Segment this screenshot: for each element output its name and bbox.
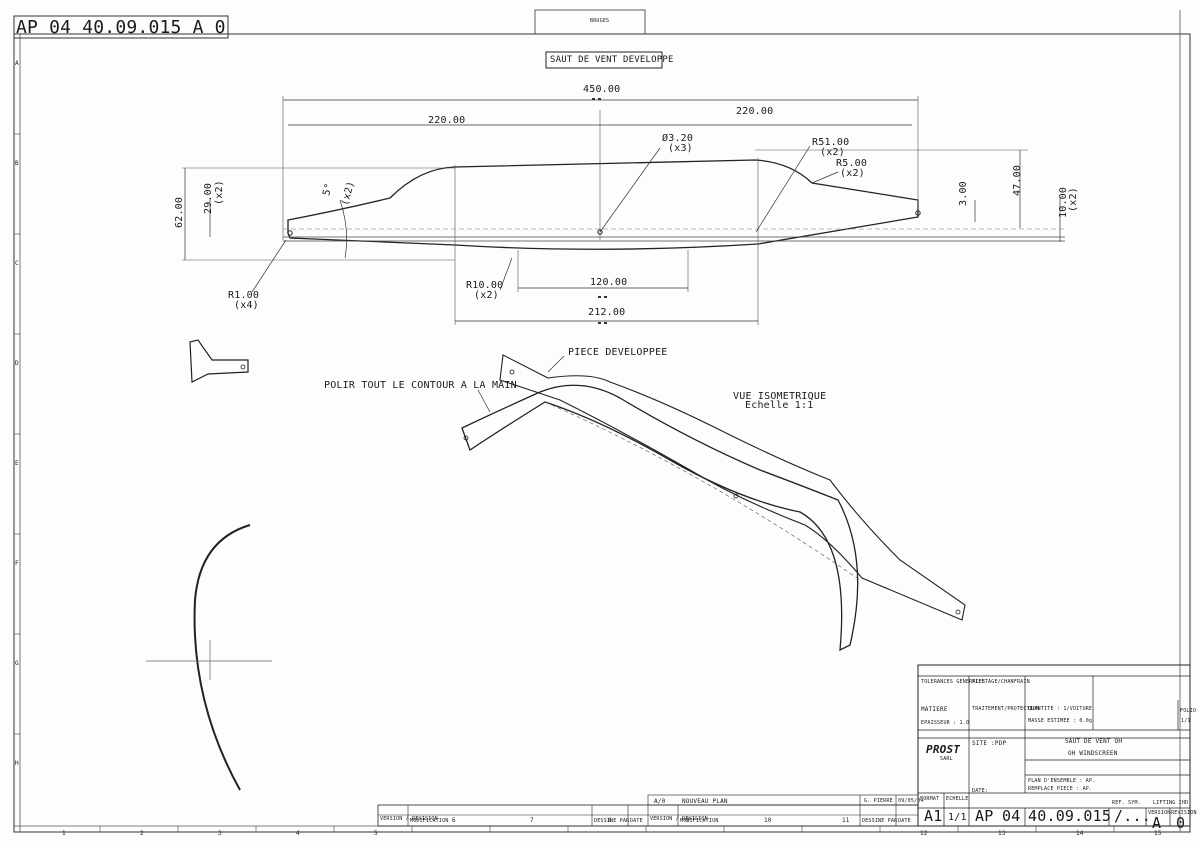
company-sub: SARL [940, 756, 953, 762]
group-value: 04 [1002, 807, 1021, 825]
title-en: OH WINDSCREEN [1068, 750, 1118, 757]
dim-10-count: (x2) [1068, 187, 1079, 212]
title-fr: SAUT DE VENT OH [1065, 738, 1123, 745]
dim-r51: R51.00 [812, 137, 850, 148]
prefix-value: AP [975, 807, 994, 825]
rev-col-version: VERSION / REVISION [380, 816, 438, 822]
dim-r10: R10.00 [466, 280, 504, 291]
company-logo: PROST [926, 743, 961, 756]
dim-220-right: 220.00 [736, 106, 774, 117]
plan-ensemble: PLAN D'ENSEMBLE : AP. [1028, 778, 1096, 784]
dim-r5: R5.00 [836, 158, 868, 169]
date-label: DATE: [972, 788, 989, 794]
top-tag-box [534, 9, 646, 35]
finish-label: FILETAGE/CHANFRAIN [972, 679, 1030, 685]
dim-212: 212.00 [588, 307, 626, 318]
edge-profile-arc [193, 524, 251, 791]
folio-value: 1/1 [1181, 718, 1191, 724]
rev2-col-version: VERSION / REVISION [650, 816, 708, 822]
view-title-box [545, 51, 663, 69]
rev-col-author: DESSINE PAR [594, 818, 630, 824]
dim-r1: R1.00 [228, 290, 260, 301]
label-polish: POLIR TOUT LE CONTOUR A LA MAIN [324, 380, 517, 391]
label-iso-scale: Echelle 1:1 [745, 400, 814, 411]
view-title-developed: SAUT DE VENT DEVELOPPE [550, 55, 674, 65]
rev-col-date: DATE [630, 818, 643, 824]
treatment-label: TRAITEMENT/PROTECTION [972, 706, 1040, 712]
rev-row-date: 09/05/04 [898, 798, 924, 804]
title-block-frame [917, 664, 1191, 827]
revision-label: REVISION [1171, 810, 1197, 816]
format-value: A1 [924, 807, 943, 825]
drawing-number-top: AP 04 40.09.015 A 0 [16, 17, 226, 38]
rev-row-version: A/0 [654, 798, 666, 805]
site-label: SITE :PDP [972, 740, 1007, 747]
ref-label: REF. SYM. [1112, 800, 1141, 806]
dim-r1-count: (x4) [234, 300, 259, 311]
epaisseur-label: EPAISSEUR : 1.0 [921, 720, 970, 726]
dim-450: 450.00 [583, 84, 621, 95]
dim-29-count: (x2) [214, 180, 225, 205]
version-value: A [1152, 814, 1162, 832]
rev-col-modification: MODIFICATION [410, 818, 449, 824]
folio-label: FOLIO [1180, 708, 1197, 714]
format-label: FORMAT [920, 796, 940, 802]
dim-29: 29.00 [203, 182, 214, 214]
developed-piece-outline [287, 159, 919, 250]
tolerances-label: TOLERANCES GENERALES [921, 679, 986, 685]
hole-left [287, 230, 293, 236]
mass-label: MASSE ESTIMEE : 0.0g [1028, 718, 1093, 724]
version-label: VERSION [1148, 810, 1171, 816]
top-tag: BRUGES [590, 18, 610, 24]
iso-piece-upper [499, 354, 966, 621]
rev2-col-modification: MODIFICATION [680, 818, 719, 824]
dim-r10-count: (x2) [474, 290, 499, 301]
echelle-label: ECHELLE [946, 796, 969, 802]
matiere-label: MATIERE [921, 706, 948, 713]
dim-220-left: 220.00 [428, 115, 466, 126]
hole-right [915, 210, 921, 216]
rev-row-author: G. PIERRE [864, 798, 893, 804]
number-value: 40.09.015 [1028, 807, 1112, 825]
dim-3: 3.00 [958, 181, 969, 206]
dim-hole-dia: Ø3.20 [662, 133, 694, 144]
rev2-col-date: DATE [898, 818, 911, 824]
dim-62: 62.00 [174, 196, 185, 228]
rev-row-modification: NOUVEAU PLAN [682, 798, 728, 805]
label-iso-view: VUE ISOMETRIQUE [733, 391, 827, 402]
rev2-col-author: DESSINE PAR [862, 818, 898, 824]
top-number-box [13, 15, 229, 39]
lifting-label: LIFTING IHD [1153, 800, 1189, 806]
dim-120: 120.00 [590, 277, 628, 288]
iso-piece-lower [461, 384, 859, 652]
sheet-border [13, 33, 1191, 833]
dim-r5-count: (x2) [840, 168, 865, 179]
dim-hole-count: (x3) [668, 143, 693, 154]
echelle-value: 1/1 [948, 812, 967, 823]
dim-r51-count: (x2) [820, 147, 845, 158]
ref-value: /... [1114, 807, 1151, 825]
dim-47: 47.00 [1012, 164, 1023, 196]
detail-bracket [189, 339, 249, 383]
quantity-label: QUANTITE : 1/VOITURE [1028, 706, 1093, 712]
remplace-piece: REMPLACE PIECE : AP. [1028, 786, 1093, 792]
revision-value: 0 [1176, 814, 1186, 832]
label-piece-developed: PIECE DEVELOPPEE [568, 347, 668, 358]
